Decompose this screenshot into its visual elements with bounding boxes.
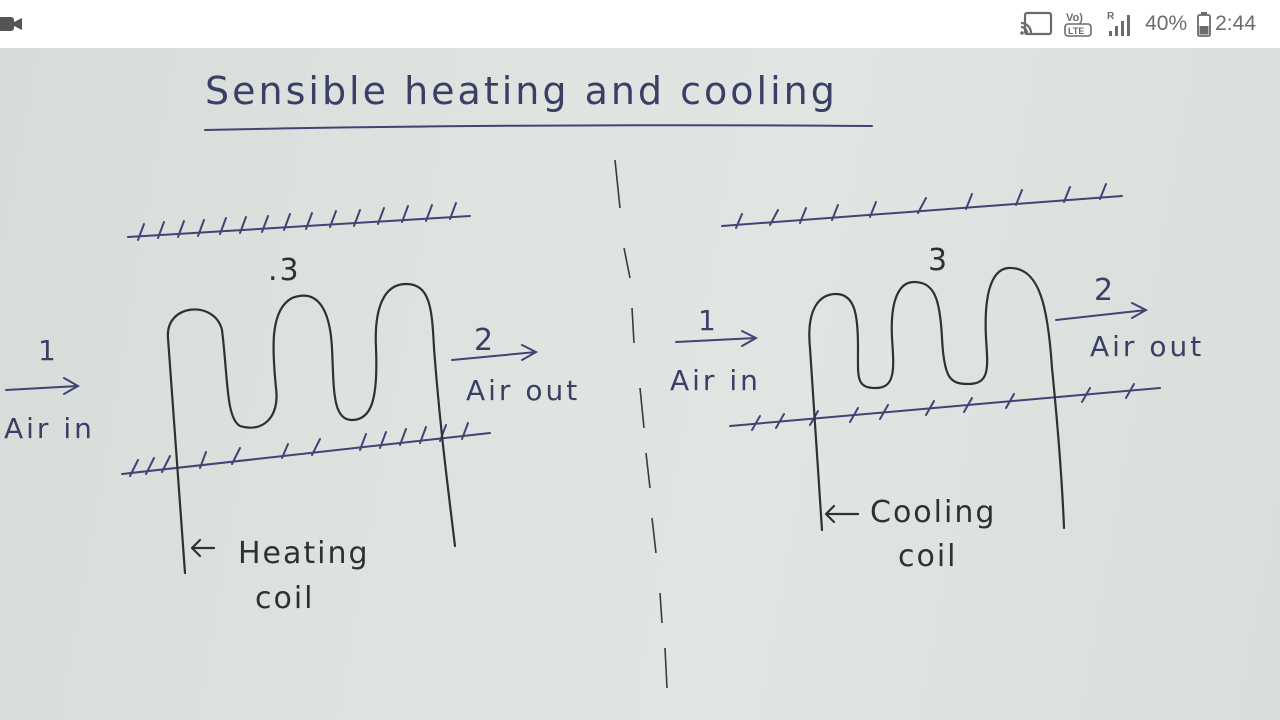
sketch-canvas: Sensible heating and cooling xyxy=(4,69,1204,689)
heating-top-boundary xyxy=(127,215,471,238)
heating-coil-label-line2: coil xyxy=(255,581,315,616)
heating-coil xyxy=(166,282,457,575)
volte-icon: Vo) LTE xyxy=(1064,12,1092,37)
heating-air-out-label: Air out xyxy=(466,374,580,407)
heating-state-2: 2 xyxy=(474,323,496,358)
cooling-state-2: 2 xyxy=(1094,273,1116,308)
heating-diagram xyxy=(5,202,539,575)
heating-air-in-arrow xyxy=(5,377,81,395)
cooling-state-3: 3 xyxy=(928,243,949,278)
volte-lte-text: LTE xyxy=(1068,26,1084,36)
heating-state-1: 1 xyxy=(38,334,59,367)
cooling-air-out-label: Air out xyxy=(1090,330,1204,363)
volte-vo-text: Vo) xyxy=(1066,12,1083,24)
video-camera-icon xyxy=(0,17,22,31)
clock-time: 2:44 xyxy=(1215,12,1256,35)
battery-icon xyxy=(1197,12,1212,37)
cooling-bottom-boundary xyxy=(729,387,1161,427)
cooling-state-1: 1 xyxy=(698,304,719,337)
sketch-title: Sensible heating and cooling xyxy=(205,69,838,113)
heating-air-in-label: Air in xyxy=(4,412,95,445)
cooling-coil-pointer xyxy=(824,504,860,524)
heating-bottom-boundary xyxy=(121,432,491,475)
battery-percentage: 40% xyxy=(1145,12,1188,35)
cooling-air-in-arrow xyxy=(675,330,759,347)
status-bar: Vo) LTE R 40% 2:44 xyxy=(0,0,1280,48)
cooling-air-in-label: Air in xyxy=(670,364,761,397)
cooling-top-boundary xyxy=(721,195,1123,227)
title-underline xyxy=(204,124,873,131)
heating-coil-label-line1: Heating xyxy=(238,536,370,571)
status-icons: Vo) LTE R 40% 2:44 xyxy=(1019,0,1256,48)
cooling-coil-label-line1: Cooling xyxy=(870,495,996,530)
center-divider xyxy=(614,159,668,689)
cooling-diagram xyxy=(675,183,1161,532)
signal-icon: R xyxy=(1107,11,1131,36)
whiteboard-photo: Sensible heating and cooling xyxy=(0,48,1280,720)
cooling-coil-label-line2: coil xyxy=(898,539,958,574)
cooling-air-out-arrow xyxy=(1055,302,1149,321)
heating-bottom-hatching xyxy=(129,422,469,477)
cast-icon xyxy=(1020,11,1053,36)
heating-state-3: .3 xyxy=(268,253,301,288)
cooling-top-hatching xyxy=(735,183,1107,229)
heating-air-out-arrow xyxy=(451,344,539,361)
cooling-coil xyxy=(808,266,1066,532)
roaming-indicator: R xyxy=(1107,11,1115,22)
heating-coil-pointer xyxy=(190,538,216,558)
heating-top-hatching xyxy=(137,202,457,241)
